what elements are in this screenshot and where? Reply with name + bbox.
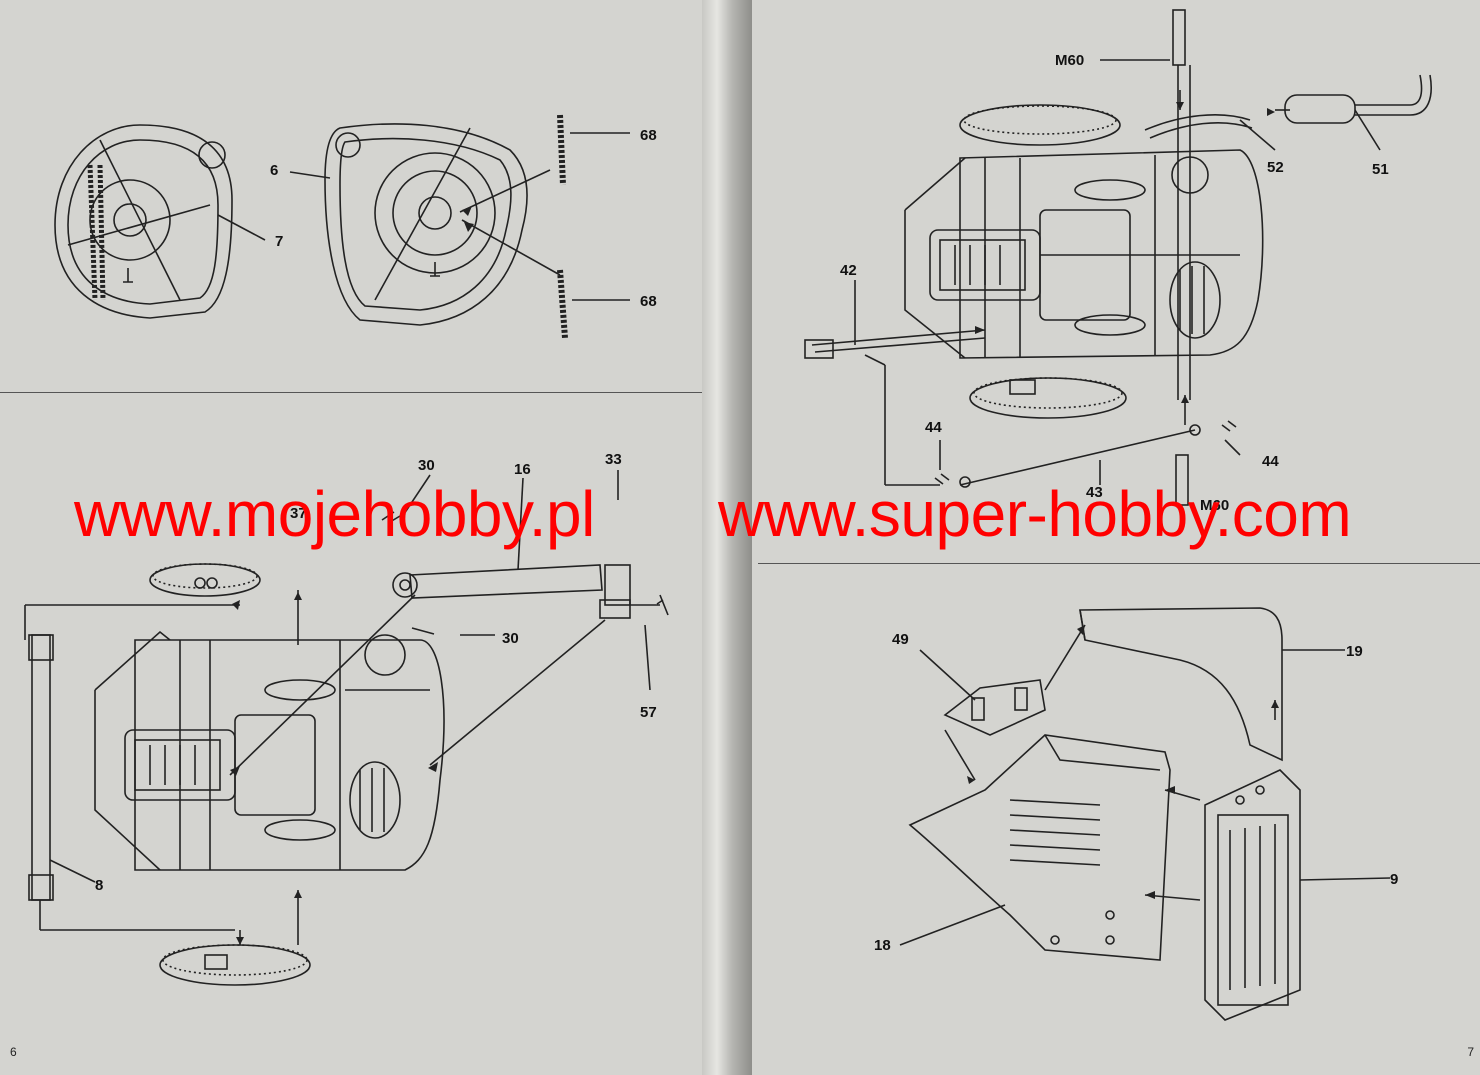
- part-label-68-bottom: 68: [640, 293, 657, 310]
- part-label-16: 16: [514, 461, 531, 478]
- part-label-43: 43: [1086, 484, 1103, 501]
- part-label-6: 6: [270, 162, 278, 179]
- part-label-42: 42: [840, 262, 857, 279]
- part-label-30-bottom: 30: [502, 630, 519, 647]
- part-label-7: 7: [275, 233, 283, 250]
- part-label-57: 57: [640, 704, 657, 721]
- engine-frame-assembly: [24, 470, 669, 986]
- part-label-33: 33: [605, 451, 622, 468]
- radiator-cowl-assembly: [899, 607, 1391, 1021]
- frame-exhaust-assembly: [804, 9, 1432, 506]
- part-label-44-right: 44: [1262, 453, 1279, 470]
- book-gutter: [702, 0, 752, 1075]
- cover-plate-part-7: [54, 124, 233, 319]
- part-label-30-top: 30: [418, 457, 435, 474]
- watermark-mojehobby: www.mojehobby.pl: [74, 478, 595, 550]
- page-number-right: 7: [1467, 1045, 1474, 1059]
- part-label-19: 19: [1346, 643, 1363, 660]
- part-label-9: 9: [1390, 871, 1398, 888]
- part-label-18: 18: [874, 937, 891, 954]
- part-label-37: 37: [290, 505, 307, 522]
- part-label-49: 49: [892, 631, 909, 648]
- page-number-left: 6: [10, 1045, 17, 1059]
- right-step-divider: [758, 563, 1480, 564]
- left-step-divider: [0, 392, 702, 393]
- left-instruction-page: 6 7 68 68 30 16 33 37 30 57 8 6: [0, 0, 702, 1075]
- right-page-drawings: M60 52 51 42 44 44 43 M60 49 19 9 18: [804, 9, 1432, 1021]
- right-instruction-page: M60 52 51 42 44 44 43 M60 49 19 9 18 7: [752, 0, 1480, 1075]
- part-label-68-top: 68: [640, 127, 657, 144]
- part-label-m60-top: M60: [1055, 52, 1084, 69]
- plate-part-6: [217, 114, 630, 339]
- part-label-51: 51: [1372, 161, 1389, 178]
- part-label-52: 52: [1267, 159, 1284, 176]
- watermark-super-hobby: www.super-hobby.com: [718, 478, 1352, 550]
- part-label-8: 8: [95, 877, 103, 894]
- left-page-drawings: 6 7 68 68 30 16 33 37 30 57 8: [24, 114, 669, 986]
- part-label-44-left: 44: [925, 419, 942, 436]
- part-label-m60-bottom: M60: [1200, 497, 1229, 514]
- watermark-overlay: www.mojehobby.pl www.super-hobby.com: [0, 474, 1480, 554]
